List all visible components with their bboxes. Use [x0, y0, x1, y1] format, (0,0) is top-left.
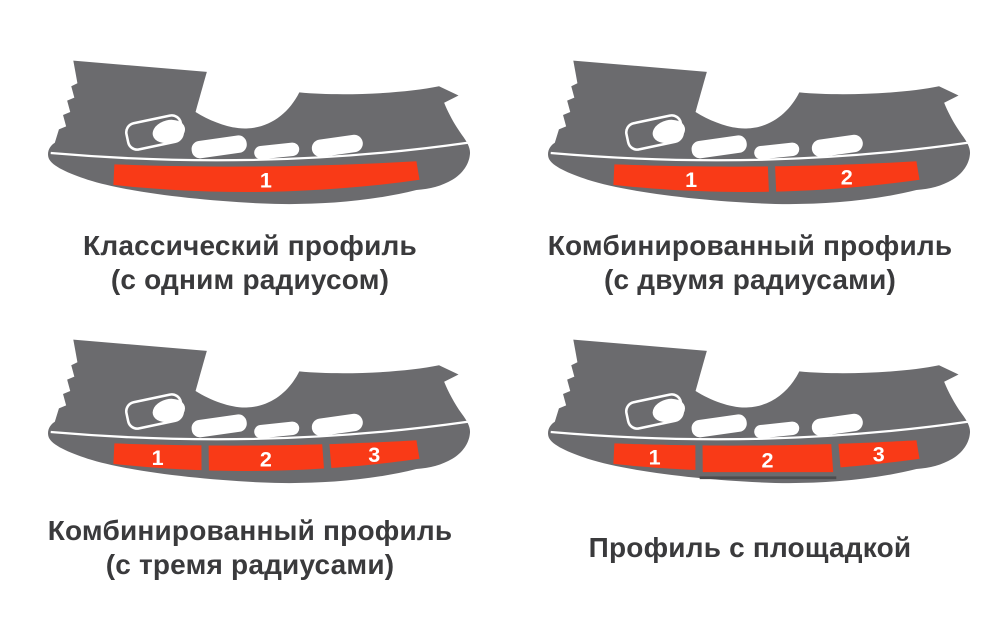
holder-cutouts: [124, 114, 363, 160]
blade-segment-2: [702, 444, 834, 473]
cutout-blob: [152, 398, 186, 423]
cutout-slot: [254, 142, 300, 160]
cutout-slot: [191, 414, 247, 438]
panel-caption: Комбинированный профиль (с двумя радиуса…: [548, 225, 953, 313]
cutout-blob: [652, 398, 686, 423]
blade-segment-label: 2: [260, 447, 272, 472]
holder-cutouts: [624, 114, 863, 160]
caption-line-1: Комбинированный профиль: [547, 230, 953, 261]
runner-divider-line: [50, 141, 468, 162]
blade-segment-1: [113, 161, 420, 192]
panel-combined-three-radius: 1 2 3 Комбинированный профиль (с тремя рад…: [0, 313, 500, 626]
panel-caption: Классический профиль (с одним радиусом): [83, 225, 417, 313]
blade-segment-label: 1: [685, 167, 697, 192]
cutout-blob: [652, 119, 686, 144]
runner-divider-line: [550, 420, 968, 441]
holder-cutouts: [124, 393, 363, 439]
cutout-slot: [254, 421, 300, 439]
caption-line-1: Классический профиль: [83, 230, 417, 261]
skate-blade-holder-graphic: 1 2 3: [48, 339, 471, 484]
cutout-slot: [691, 135, 747, 159]
blade-segment-3: [838, 440, 920, 468]
blade-segment-label: 3: [873, 442, 885, 467]
cutout-blob: [152, 119, 186, 144]
caption-line-2: (с тремя радиусами): [105, 549, 395, 580]
caption-line-1: Комбинированный профиль: [47, 515, 453, 546]
panel-caption: Профиль с площадкой: [589, 504, 912, 626]
panel-classic-profile: 1 Классический профиль (с одним радиусом…: [0, 0, 500, 313]
cutout-slot: [754, 421, 800, 439]
blade-segment-2: [208, 444, 324, 471]
runner-divider-line: [50, 420, 468, 441]
blade-segment-1: [113, 443, 202, 471]
holder-cutouts: [624, 393, 863, 439]
cutout-slot: [811, 134, 863, 157]
blade-segment-label: 2: [761, 447, 773, 472]
runner-divider-line: [550, 141, 968, 162]
caption-line-1: Профиль с площадкой: [588, 532, 912, 563]
skate-blade-holder-graphic: 1: [48, 60, 471, 205]
blade-segment-2: [775, 161, 920, 192]
skate-blade-holder-graphic: 1 2 3: [548, 339, 971, 484]
blade-segment-1: [613, 443, 696, 470]
panel-platform-profile: 1 2 3 Профиль с площадкой: [500, 313, 1000, 626]
panel-caption: Комбинированный профиль (с тремя радиуса…: [48, 504, 453, 626]
blade-segment-3: [329, 440, 420, 468]
cutout-slot: [811, 413, 863, 436]
blade-segment-label: 1: [152, 445, 164, 470]
cutout-slot: [311, 413, 363, 436]
cutout-slot: [691, 414, 747, 438]
cutout-slot: [754, 142, 800, 160]
cutout-slot: [191, 135, 247, 159]
blade-segment-1: [613, 164, 769, 192]
blade-segment-label: 3: [368, 442, 380, 467]
blade-segment-label: 1: [649, 445, 661, 470]
blade-segment-label: 1: [260, 168, 272, 193]
blade-segment-label: 2: [841, 165, 853, 190]
cutout-slot: [311, 134, 363, 157]
caption-line-2: (с одним радиусом): [110, 264, 390, 295]
caption-line-2: (с двумя радиусами): [603, 264, 897, 295]
